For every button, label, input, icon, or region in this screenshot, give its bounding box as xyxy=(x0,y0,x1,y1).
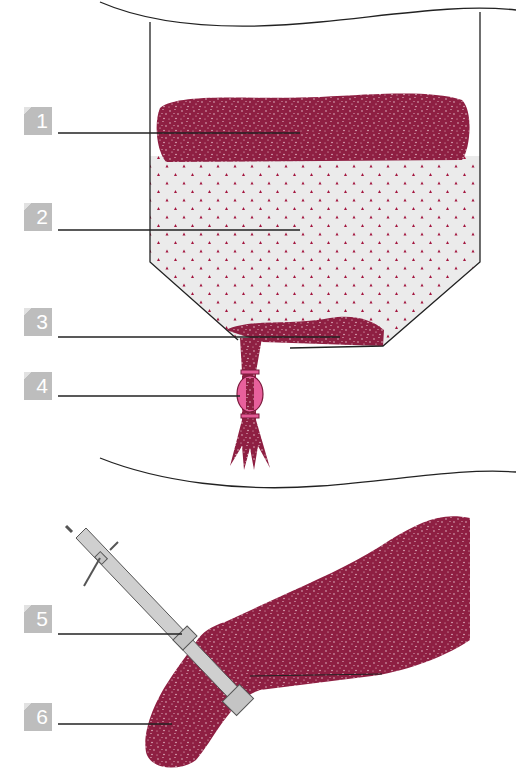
callout-number: 5 xyxy=(24,605,52,633)
callout-box: 1 xyxy=(24,107,52,135)
material-layer xyxy=(157,94,470,162)
callout-box: 2 xyxy=(24,203,52,231)
valve-flange xyxy=(241,414,259,418)
callout-number: 6 xyxy=(24,703,52,731)
callout-number: 3 xyxy=(24,308,52,336)
valve-flange xyxy=(241,370,259,374)
silo-wall xyxy=(150,22,238,340)
callout-box: 4 xyxy=(24,372,52,400)
callout-box: 3 xyxy=(24,308,52,336)
callout-number: 4 xyxy=(24,372,52,400)
break-line xyxy=(100,2,516,26)
granular-layer xyxy=(150,156,480,346)
leader-line xyxy=(58,133,340,724)
callout-number: 1 xyxy=(24,107,52,135)
break-line xyxy=(100,458,516,488)
material-stream xyxy=(230,338,270,470)
callout-box: 6 xyxy=(24,703,52,731)
silo-wall xyxy=(290,12,480,348)
pinch-valve xyxy=(237,376,263,412)
callout-number: 2 xyxy=(24,203,52,231)
chute-edge xyxy=(250,674,382,676)
material-stream xyxy=(246,378,254,410)
callout-box: 5 xyxy=(24,605,52,633)
level-probe xyxy=(66,526,254,716)
